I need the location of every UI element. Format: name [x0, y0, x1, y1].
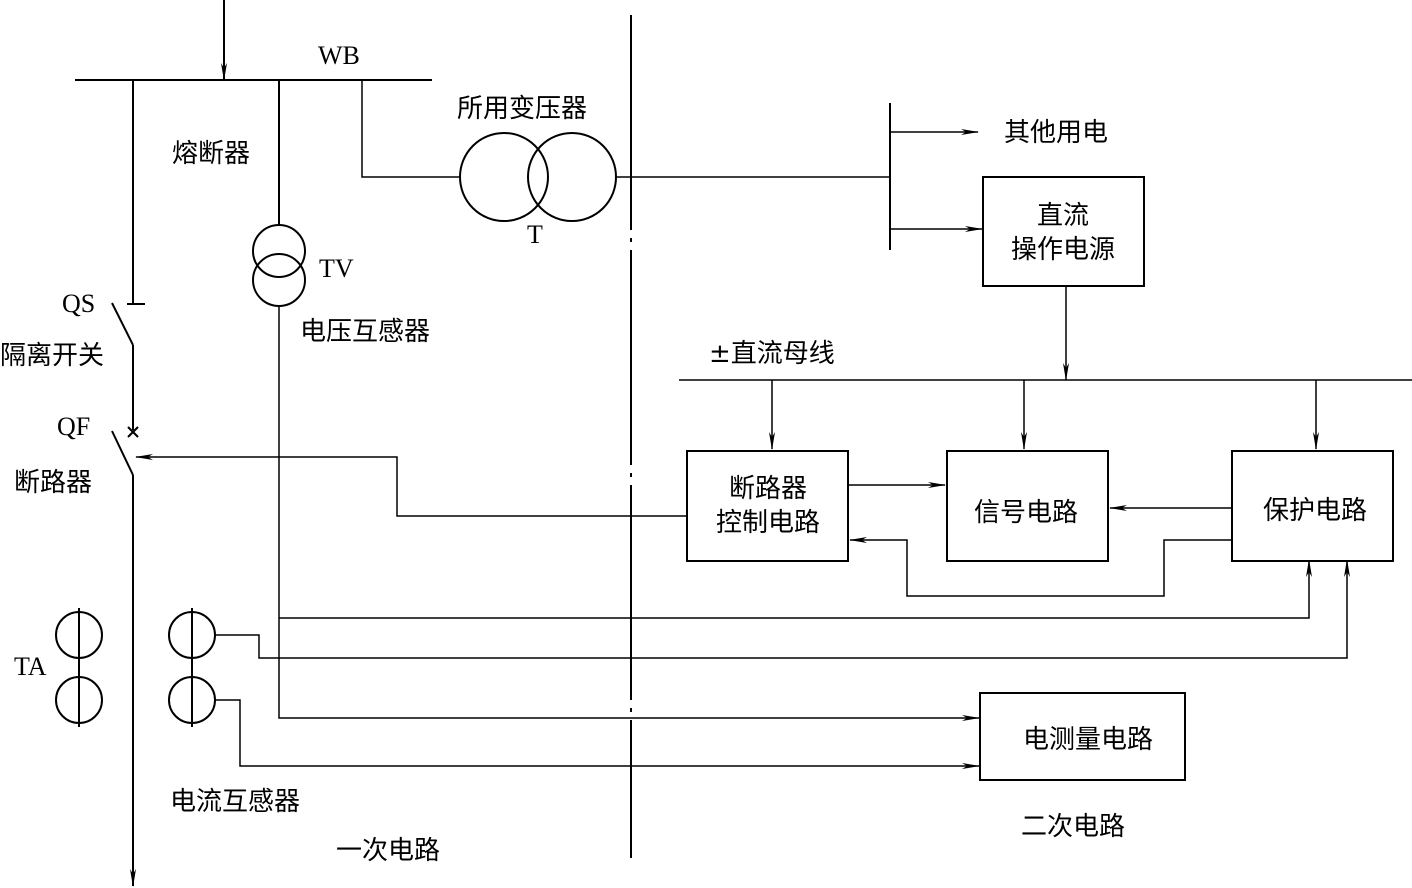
measure-box — [979, 692, 1186, 781]
qf-blade — [111, 430, 134, 476]
qf-x-mark-b — [127, 426, 139, 438]
breaker-control-line1: 断路器 — [729, 474, 807, 504]
label-wb: WB — [318, 41, 360, 70]
dc-power-label-line1: 直流 — [1037, 201, 1089, 231]
label-transformer: 所用变压器 — [457, 94, 587, 124]
dc-power-box — [982, 176, 1145, 287]
protection-to-control — [849, 537, 1232, 597]
label-fuse: 熔断器 — [172, 139, 250, 169]
protection-box — [1231, 450, 1394, 562]
label-qs: QS — [62, 289, 95, 318]
label-other-use: 其他用电 — [1004, 118, 1108, 148]
aux-transformer-feed — [361, 80, 460, 178]
measure-label: 电测量电路 — [1023, 725, 1153, 755]
label-breaker: 断路器 — [14, 468, 92, 498]
breaker-control-box — [686, 450, 849, 562]
control-to-qf — [135, 454, 687, 517]
label-ct: 电流互感器 — [170, 787, 300, 817]
label-primary: 一次电路 — [336, 836, 440, 866]
tv-lower-coil — [252, 253, 306, 307]
label-qf: QF — [57, 412, 90, 441]
label-vt: 电压互感器 — [300, 317, 430, 347]
signal-label: 信号电路 — [974, 498, 1078, 528]
ct-upper-to-protection — [215, 559, 1350, 659]
tv-to-protection — [279, 559, 1312, 619]
tv-upper-coil — [252, 224, 306, 278]
tv-secondary-to-measure — [278, 306, 980, 721]
aux-transformer-primary — [459, 132, 549, 222]
breaker-control-line2: 控制电路 — [716, 508, 820, 538]
qs-blade — [111, 302, 134, 346]
aux-transformer-secondary — [527, 132, 617, 222]
ct-lower-to-measure — [215, 699, 980, 769]
label-secondary: 二次电路 — [1021, 812, 1125, 842]
label-transformer-t: T — [527, 220, 543, 249]
label-dc-bus: ±直流母线 — [709, 339, 835, 369]
label-isolator: 隔离开关 — [0, 341, 104, 371]
dc-power-label-line2: 操作电源 — [1011, 235, 1115, 265]
protection-label: 保护电路 — [1263, 496, 1367, 526]
label-tv: TV — [319, 254, 354, 283]
signal-box — [946, 450, 1109, 562]
label-ta: TA — [14, 652, 47, 681]
